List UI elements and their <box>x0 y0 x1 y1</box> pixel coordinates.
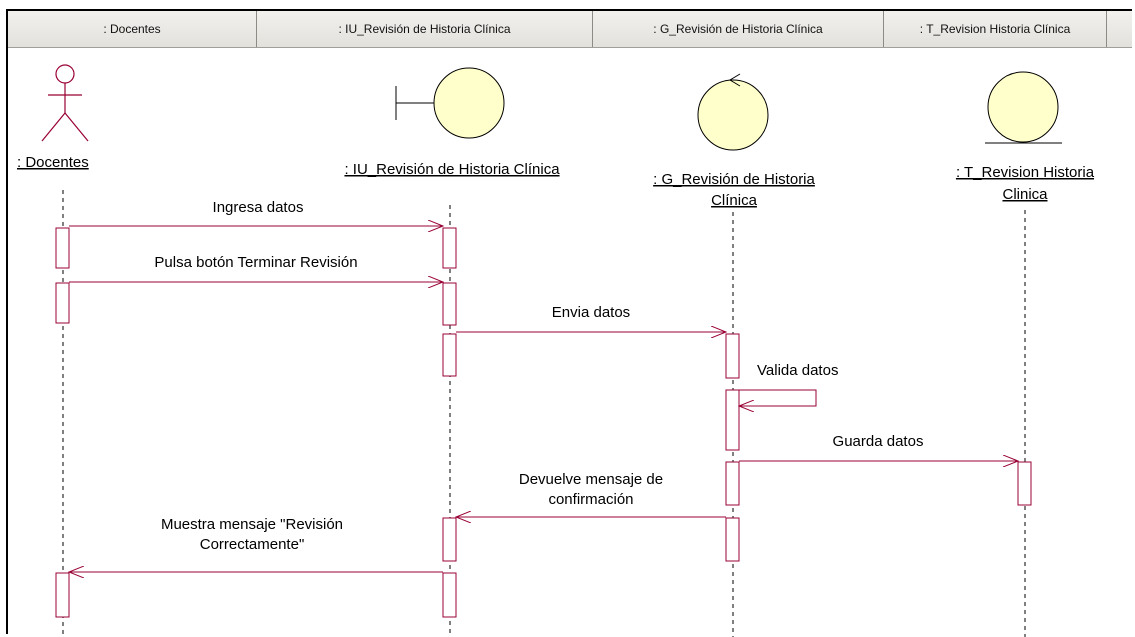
actor-label: : Docentes <box>17 154 89 171</box>
activation-iu-5[interactable] <box>442 572 457 618</box>
header-column-t-revision[interactable]: : T_Revision Historia Clínica <box>884 11 1107 47</box>
boundary-object-icon[interactable] <box>395 67 505 139</box>
activation-iu-2[interactable] <box>442 282 457 326</box>
activation-g-4[interactable] <box>725 517 740 562</box>
activation-docentes-2[interactable] <box>55 282 70 324</box>
activation-g-2[interactable] <box>725 389 740 451</box>
entity-object-label-line2: Clinica <box>1002 186 1048 203</box>
lifeline-header-bar: : Docentes : IU_Revisión de Historia Clí… <box>8 11 1132 48</box>
activation-docentes-3[interactable] <box>55 572 70 618</box>
message-label-4: Valida datos <box>757 362 838 379</box>
message-label-2: Pulsa botón Terminar Revisión <box>154 254 357 271</box>
message-label-6-line2: confirmación <box>548 491 633 508</box>
activation-iu-4[interactable] <box>442 517 457 562</box>
message-label-7-line2: Correctamente" <box>200 536 305 553</box>
activation-g-3[interactable] <box>725 461 740 506</box>
control-object-label-line1: : G_Revisión de Historia <box>653 171 815 188</box>
diagram-frame <box>6 9 1132 634</box>
actor-icon[interactable] <box>41 64 89 142</box>
entity-object-label-line1: : T_Revision Historia <box>956 164 1095 181</box>
activation-g-1[interactable] <box>725 333 740 379</box>
message-label-7-line1: Muestra mensaje "Revisión <box>161 516 343 533</box>
control-object-icon[interactable] <box>697 73 769 151</box>
header-column-g-revision[interactable]: : G_Revisión de Historia Clínica <box>593 11 884 47</box>
activation-t-1[interactable] <box>1017 461 1032 506</box>
activation-iu-1[interactable] <box>442 227 457 269</box>
message-self-arrow-4[interactable] <box>739 389 817 406</box>
activation-docentes-1[interactable] <box>55 227 70 269</box>
boundary-object-label: : IU_Revisión de Historia Clínica <box>344 161 560 178</box>
message-label-5: Guarda datos <box>833 433 924 450</box>
entity-object-icon[interactable] <box>985 71 1062 144</box>
header-column-docentes[interactable]: : Docentes <box>8 11 257 47</box>
header-column-iu-revision[interactable]: : IU_Revisión de Historia Clínica <box>257 11 593 47</box>
message-label-1: Ingresa datos <box>213 199 304 216</box>
control-object-label-line2: Clínica <box>711 192 758 209</box>
message-label-6-line1: Devuelve mensaje de <box>519 471 663 488</box>
activation-iu-3[interactable] <box>442 333 457 377</box>
message-label-3: Envia datos <box>552 304 630 321</box>
